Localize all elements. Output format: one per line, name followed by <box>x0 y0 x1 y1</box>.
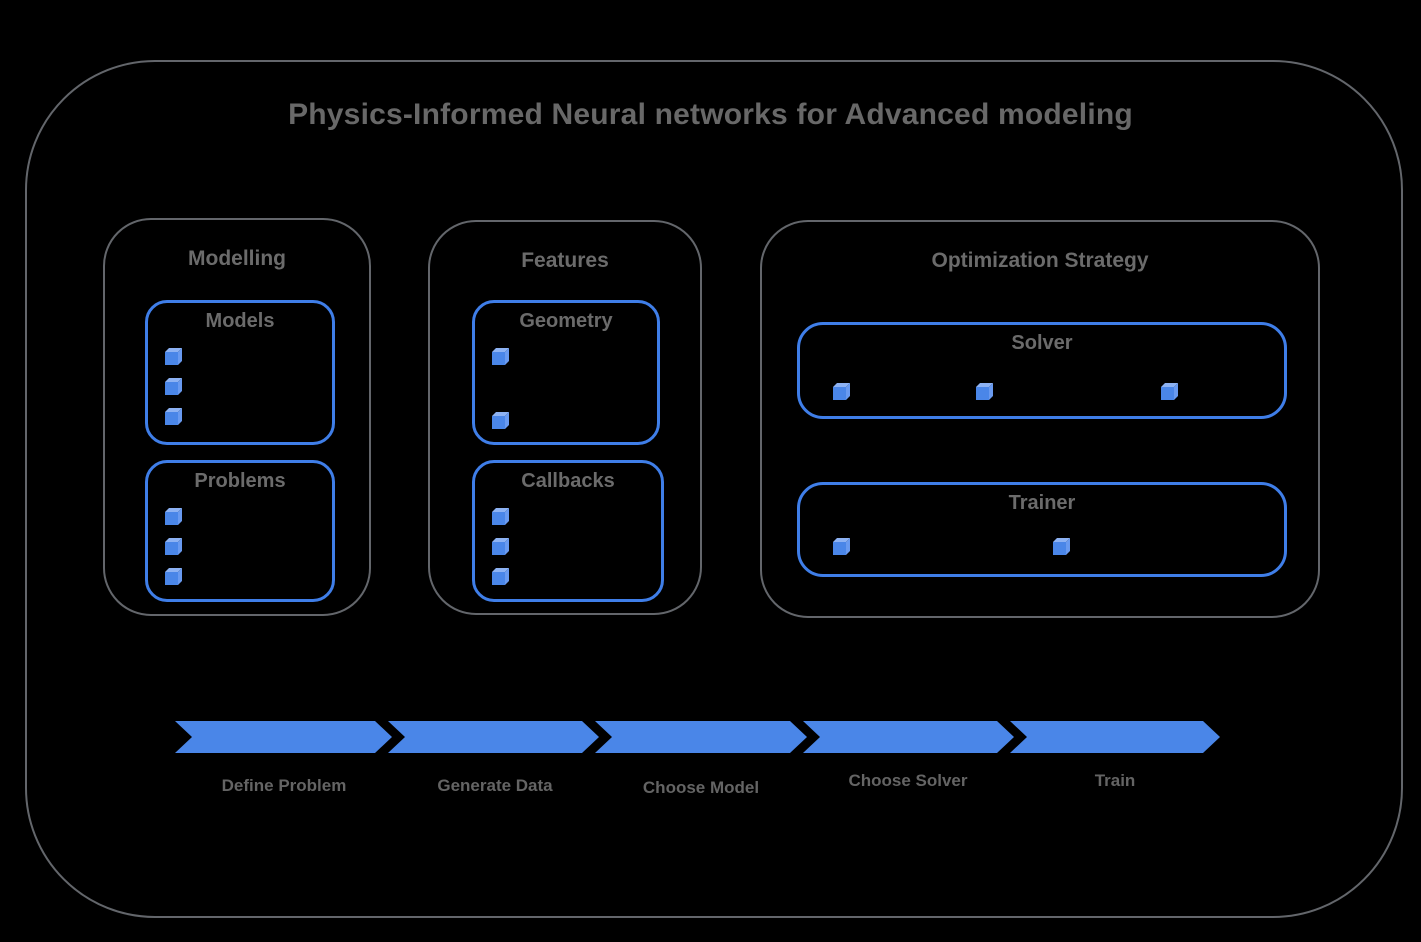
cube-bullet-icon <box>165 378 182 395</box>
subbox-title: Models <box>205 310 275 332</box>
subbox-geometry: Geometry <box>472 300 660 445</box>
subbox-trainer: Trainer <box>797 482 1287 577</box>
cube-bullet-icon <box>165 538 182 555</box>
cube-bullet-icon <box>1053 538 1070 555</box>
flow-arrow-segment <box>1010 721 1220 753</box>
flow-step-label: Generate Data <box>437 776 553 795</box>
section-features: Features Geometry Callbacks <box>428 220 702 615</box>
subbox-models: Models <box>145 300 335 445</box>
subbox-title: Solver <box>1011 332 1073 354</box>
subbox-problems: Problems <box>145 460 335 602</box>
flow-arrow <box>175 721 1220 753</box>
cube-bullet-icon <box>492 348 509 365</box>
subbox-title: Trainer <box>1008 492 1076 514</box>
outer-frame <box>25 60 1403 918</box>
flow-arrow-segment <box>803 721 1014 753</box>
section-optimization-strategy: Optimization Strategy Solver Trainer <box>760 220 1320 618</box>
subbox-callbacks: Callbacks <box>472 460 664 602</box>
flow-step-label: Define Problem <box>221 776 347 795</box>
section-modelling: Modelling Models Problems <box>103 218 371 616</box>
cube-bullet-icon <box>833 538 850 555</box>
cube-bullet-icon <box>165 568 182 585</box>
flow-step-label: Choose Solver <box>848 771 968 790</box>
cube-bullet-icon <box>492 412 509 429</box>
flow-step-label: Train <box>1094 771 1136 790</box>
bullet-list <box>164 347 182 425</box>
diagram-title: Physics-Informed Neural networks for Adv… <box>288 98 1133 131</box>
cube-bullet-icon <box>165 348 182 365</box>
bullet-list <box>491 507 509 585</box>
flow-step-label: Choose Model <box>642 778 760 797</box>
subbox-title: Problems <box>194 470 286 492</box>
section-title: Modelling <box>188 247 286 270</box>
cube-bullet-icon <box>492 508 509 525</box>
cube-bullet-icon <box>976 383 993 400</box>
cube-bullet-icon <box>492 538 509 555</box>
cube-bullet-icon <box>1161 383 1178 400</box>
flow-arrow-segment <box>595 721 807 753</box>
subbox-title: Callbacks <box>521 470 615 492</box>
cube-bullet-icon <box>492 568 509 585</box>
cube-bullet-icon <box>165 408 182 425</box>
subbox-solver: Solver <box>797 322 1287 419</box>
bullet-list <box>164 507 182 585</box>
subbox-title: Geometry <box>519 310 613 332</box>
bullet-list <box>491 347 509 429</box>
cube-bullet-icon <box>165 508 182 525</box>
section-title: Features <box>521 249 609 272</box>
flow-arrow-segment <box>175 721 392 753</box>
section-title: Optimization Strategy <box>931 249 1149 272</box>
flow-arrow-segment <box>388 721 599 753</box>
cube-bullet-icon <box>833 383 850 400</box>
